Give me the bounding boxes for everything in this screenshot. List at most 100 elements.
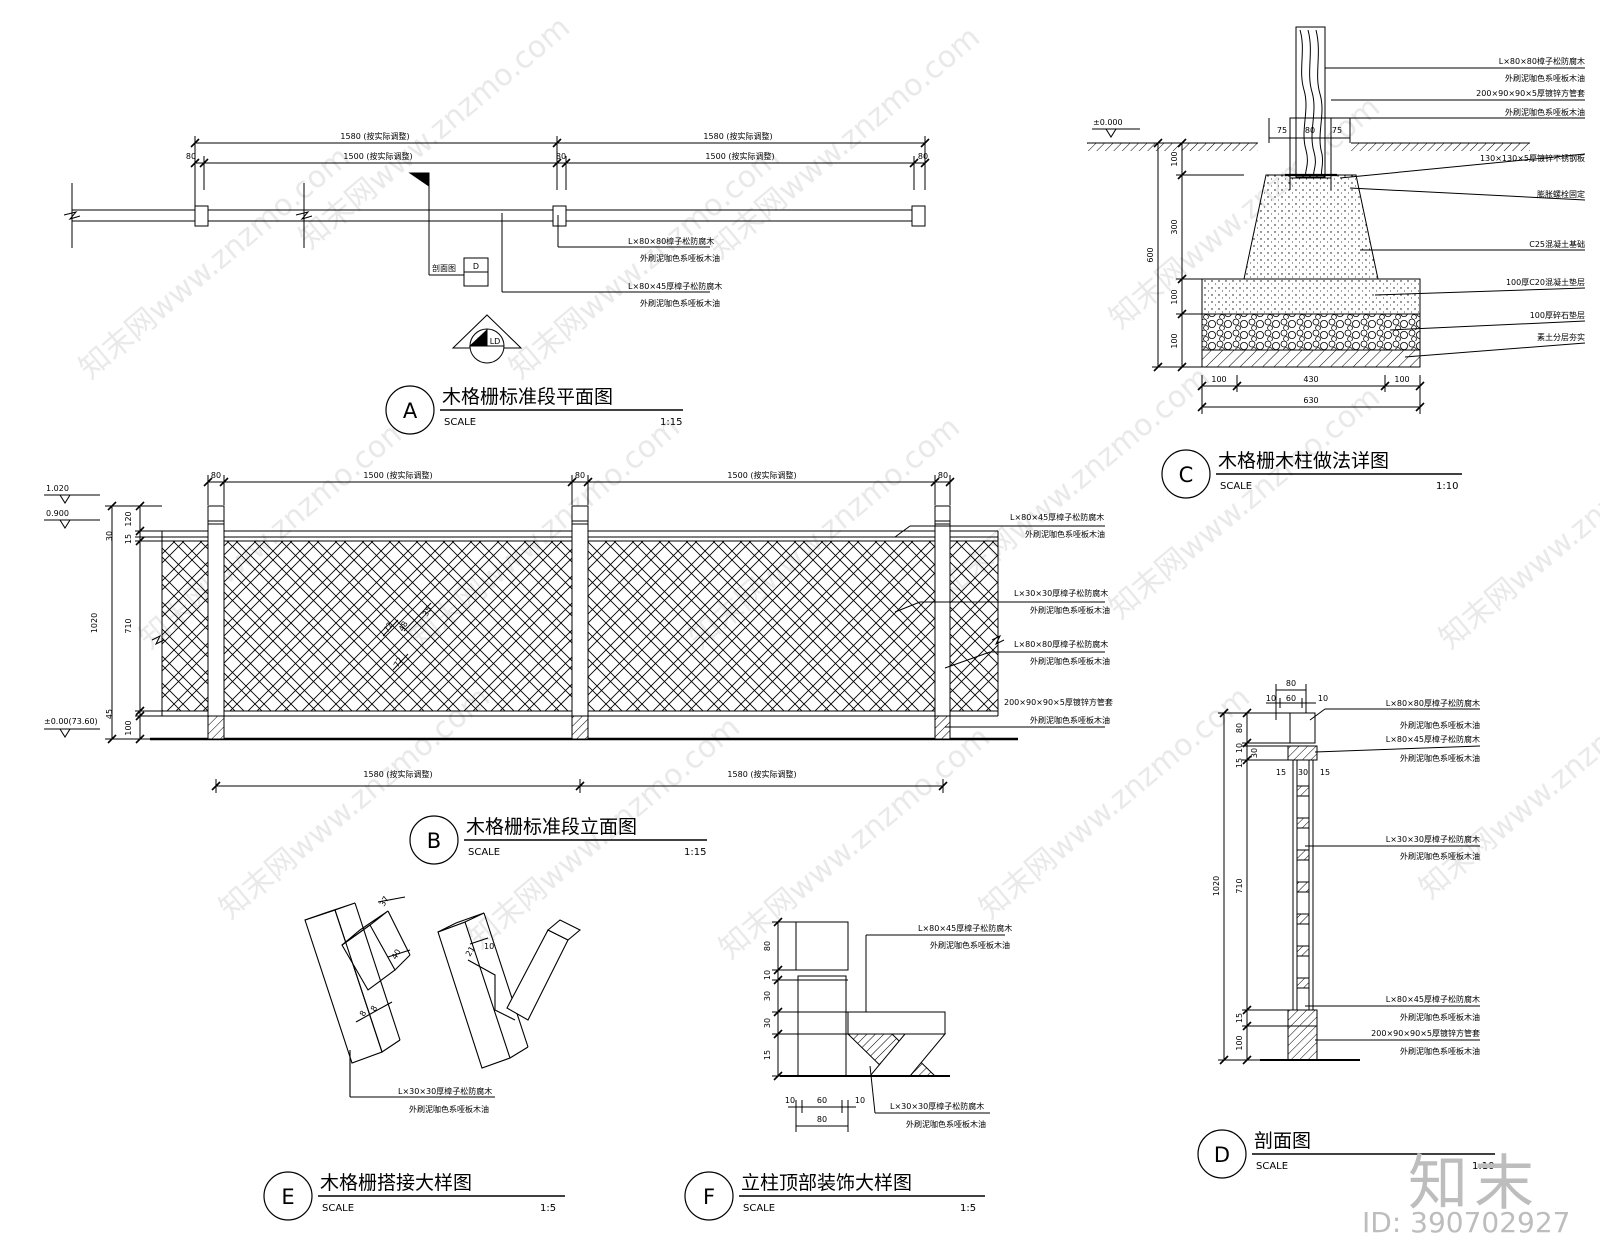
- view-title-e: 木格栅搭接大样图: [320, 1172, 472, 1194]
- elev-dim-post-1: 80: [211, 471, 221, 480]
- lattice-slat: [391, 541, 563, 711]
- lattice-slat: [307, 541, 479, 711]
- marker-ld: LD: [490, 337, 501, 346]
- elev-note-5: L×80×80厚樟子松防腐木: [1014, 639, 1108, 649]
- lattice-slat: [181, 541, 208, 568]
- c-vdim-b: 300: [1170, 219, 1179, 234]
- lattice-slat: [742, 541, 914, 711]
- watermark-text: 知末网www.znzmo.com: [213, 680, 497, 926]
- f-note-1: L×80×45厚樟子松防腐木: [918, 923, 1012, 933]
- lattice-slat: [382, 541, 554, 711]
- lattice-slat: [775, 541, 935, 701]
- dim-post-1: 80: [186, 152, 196, 161]
- plan-view-a: [63, 136, 930, 364]
- lattice-slat: [802, 541, 935, 674]
- lattice-slat: [0, 500, 36, 760]
- lattice-bay: [0, 500, 572, 760]
- d-vdim-mid: 710: [1235, 878, 1244, 893]
- lattice-slat: [370, 541, 542, 711]
- lattice-slat: [588, 604, 695, 711]
- elev-vdim-b: 30: [105, 531, 114, 541]
- e-note-2: 外刷泥咖色系哑板木油: [409, 1104, 489, 1114]
- lattice-slat: [559, 541, 572, 554]
- view-letter-e: E: [281, 1185, 294, 1209]
- lattice-slat: [162, 541, 203, 582]
- elev-dim-post-2: 80: [575, 471, 585, 480]
- elev-vdim-e: 100: [124, 720, 133, 735]
- lattice-slat: [289, 541, 461, 711]
- c-dim-top-c: 75: [1332, 126, 1342, 135]
- lattice-dim-a: 72: [382, 621, 395, 634]
- lattice-slat: [588, 541, 662, 615]
- d-dim-mid-c: 15: [1320, 768, 1330, 777]
- detail-view-f-text: 80 10 30 30 15 10 60 10 80 L×80×45厚樟子松防腐…: [763, 923, 1012, 1129]
- scale-value-d: 1:10: [1472, 1161, 1494, 1172]
- view-title-f: 立柱顶部装饰大样图: [741, 1172, 912, 1194]
- lattice-slat: [955, 541, 998, 584]
- dim-span-2: 1580 (按实际调整): [703, 131, 772, 141]
- lattice-slat: [343, 541, 515, 711]
- lattice-slat: [787, 563, 935, 711]
- lattice-slat: [172, 541, 208, 577]
- lattice-slat: [588, 568, 731, 711]
- lattice-slat: [964, 541, 998, 575]
- lattice-slat: [0, 500, 41, 760]
- lattice-dim-b: 48: [397, 620, 410, 633]
- elev-dim-bay-2: 1500 (按实际调整): [727, 470, 796, 480]
- lattice-slat: [667, 541, 839, 711]
- view-title-d: 剖面图: [1254, 1130, 1311, 1152]
- dim-inner-2: 1500 (按实际调整): [705, 151, 774, 161]
- e-note-1: L×30×30厚樟子松防腐木: [398, 1086, 492, 1096]
- lattice-slat: [162, 588, 208, 636]
- lattice-slat: [224, 541, 347, 664]
- lattice-slat: [856, 541, 935, 620]
- lattice-slat: [0, 500, 243, 760]
- lattice-slat: [598, 541, 770, 711]
- lattice-slat: [445, 584, 572, 711]
- lattice-slat: [950, 541, 995, 586]
- lattice-slat: [361, 541, 533, 711]
- lattice-slat: [0, 500, 27, 760]
- plan-view-a-text: 1580 (按实际调整) 1580 (按实际调整) 1500 (按实际调整) 1…: [186, 131, 928, 347]
- lattice-slat: [229, 541, 401, 711]
- lattice-slat: [0, 500, 14, 760]
- lattice-bay: [0, 500, 208, 760]
- d-dim-mid-a: 15: [1276, 768, 1286, 777]
- lattice-slat: [679, 541, 851, 711]
- slat-section: [1296, 849, 1310, 861]
- lattice-slat: [532, 541, 572, 581]
- view-letter-a: A: [403, 399, 418, 423]
- lattice-slat: [224, 541, 365, 682]
- title-block-e: E 木格栅搭接大样图 SCALE 1:5: [263, 1171, 565, 1221]
- lattice-bay: [0, 500, 935, 760]
- lattice-slat: [355, 541, 527, 711]
- lattice-slat: [162, 597, 208, 645]
- lattice-slat: [415, 541, 572, 698]
- elev-vdim-total: 1020: [90, 613, 99, 633]
- lattice-slat: [901, 541, 935, 575]
- title-block-c: C 木格栅木柱做法详图 SCALE 1:10: [1161, 449, 1462, 499]
- lattice-slat: [0, 500, 14, 760]
- c-note-8: 100厚C20混凝土垫层: [1506, 277, 1585, 287]
- lattice-slat: [0, 500, 9, 760]
- d-dim-c: 10: [1318, 694, 1328, 703]
- lattice-slat: [224, 541, 284, 601]
- lattice-slat: [424, 541, 572, 689]
- lattice-slat: [301, 541, 473, 711]
- elevation-view-b-text: 80 1500 (按实际调整) 80 1500 (按实际调整) 80 1580 …: [44, 470, 1113, 779]
- lattice-slat: [688, 541, 860, 711]
- watermark-text: 知末网www.znzmo.com: [403, 410, 687, 656]
- lattice-slat: [469, 541, 572, 644]
- lattice-slat: [607, 541, 779, 711]
- e-dim-b: 40: [390, 948, 403, 961]
- lattice-slat: [253, 541, 425, 711]
- watermark-text: 知末网www.znzmo.com: [73, 140, 357, 386]
- plan-note-3: L×80×45厚樟子松防腐木: [628, 281, 722, 291]
- slat-section: [1296, 945, 1310, 957]
- lattice-slat: [928, 541, 935, 548]
- lattice-slat: [409, 548, 572, 711]
- lattice-slat: [283, 541, 455, 711]
- lattice-slat: [451, 541, 572, 662]
- lattice-slat: [0, 500, 230, 760]
- watermark-layer: 知末网www.znzmo.com知末网www.znzmo.com知末网www.z…: [73, 10, 1600, 966]
